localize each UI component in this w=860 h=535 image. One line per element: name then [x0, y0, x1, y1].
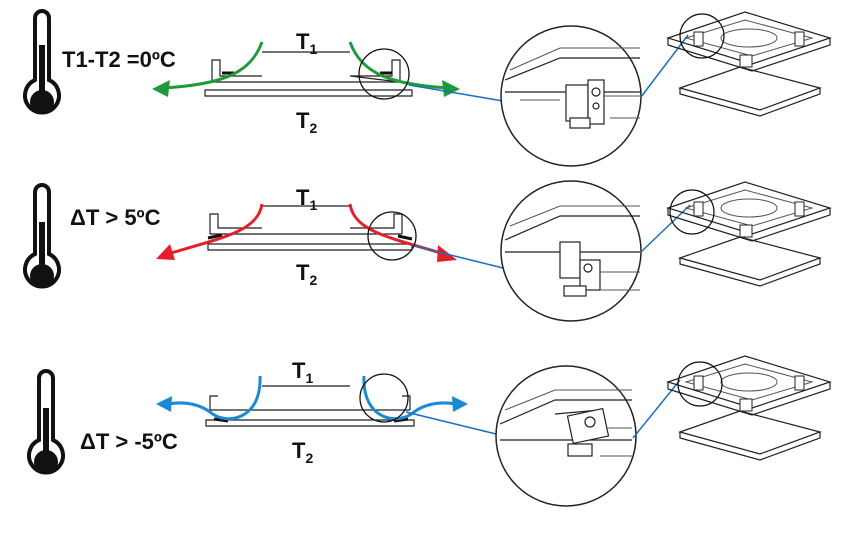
detail-magnifier — [367, 211, 417, 261]
detail-leader-line — [405, 411, 497, 435]
t1-label: T1 — [296, 185, 317, 213]
thermometer-icon — [23, 183, 61, 289]
detail-magnifier — [358, 48, 410, 100]
detail-leader-line — [413, 245, 504, 269]
detail-leader-line — [408, 84, 504, 102]
cassette-panel-icon — [666, 355, 832, 461]
thermometer-icon — [23, 9, 61, 115]
row-1: T1-T2 =0ºC T1 T2 — [23, 9, 832, 167]
cassette-panel-icon — [666, 11, 832, 117]
airflow-arrow-icon — [156, 203, 457, 262]
detail-leader-line — [640, 34, 689, 98]
airflow-arrow-icon — [152, 41, 460, 97]
t2-label: T2 — [296, 108, 317, 136]
row-2: ΔT > 5ºC T1 T2 — [23, 180, 832, 322]
cassette-panel-icon — [666, 181, 832, 287]
unit-cross-section — [204, 51, 413, 97]
condition-label: ΔT > 5ºC — [70, 205, 161, 230]
condition-label: T1-T2 =0ºC — [62, 47, 176, 72]
t1-label: T1 — [296, 29, 317, 57]
louver-detail-icon — [495, 365, 637, 507]
louver-detail-icon — [500, 25, 642, 167]
condition-label: ΔT > -5ºC — [80, 429, 178, 454]
t2-label: T2 — [296, 260, 317, 288]
detail-leader-line — [632, 379, 681, 439]
t1-label: T1 — [292, 358, 313, 386]
row-3: ΔT > -5ºC T1 T2 — [27, 355, 832, 507]
detail-magnifier — [359, 373, 409, 423]
thermometer-icon — [27, 369, 65, 475]
louver-detail-icon — [500, 180, 642, 322]
unit-cross-section — [205, 385, 415, 427]
t2-label: T2 — [292, 438, 313, 466]
